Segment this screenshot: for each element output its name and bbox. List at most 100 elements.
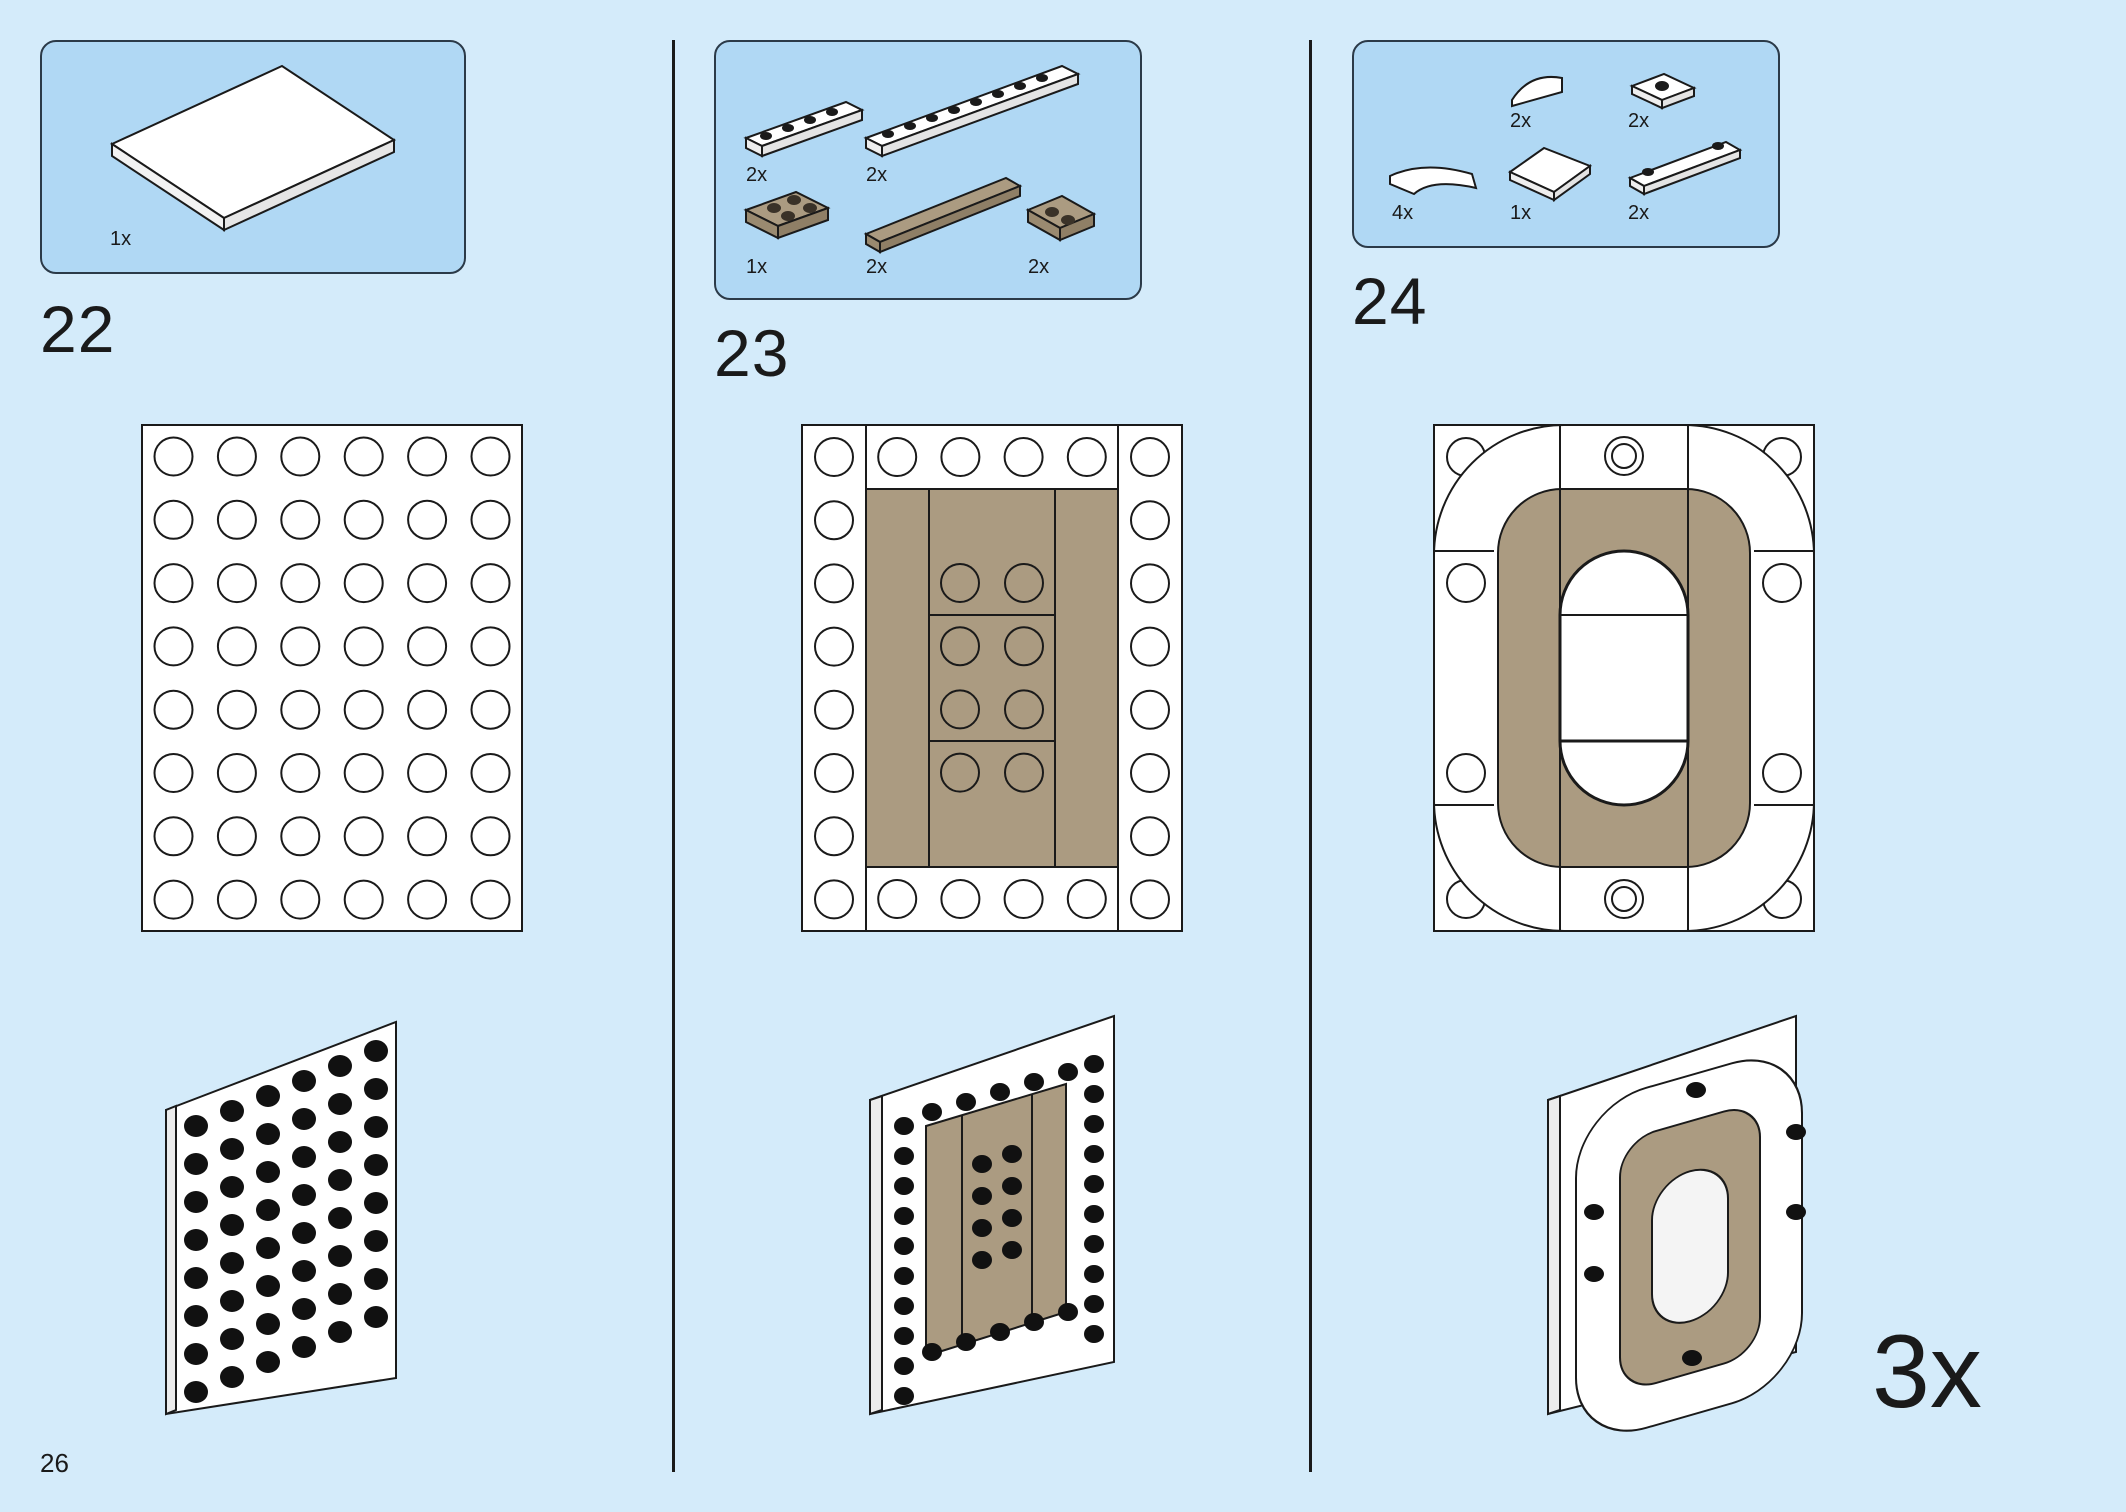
stud bbox=[280, 563, 321, 604]
parts-step-24-icons bbox=[1389, 72, 1743, 202]
stud bbox=[343, 753, 384, 793]
stud bbox=[292, 1184, 316, 1206]
stud bbox=[470, 816, 511, 857]
step-22-iso-view bbox=[165, 1020, 397, 1416]
stud bbox=[328, 1169, 352, 1191]
part-qty: 1x bbox=[746, 256, 768, 278]
parts-callout-step-23: 2x 2x 1x 2x 2x bbox=[714, 40, 1142, 300]
stud bbox=[280, 626, 321, 667]
stud bbox=[894, 1327, 914, 1345]
stud bbox=[1130, 626, 1170, 667]
stud bbox=[280, 879, 321, 920]
stud bbox=[1004, 626, 1044, 667]
step-24-iso-view bbox=[1547, 1014, 1806, 1432]
stud bbox=[894, 1267, 914, 1285]
stud bbox=[814, 753, 854, 793]
plate-1x4-white-icon bbox=[743, 64, 1097, 254]
stud bbox=[153, 879, 194, 920]
stud bbox=[216, 689, 257, 730]
part-qty: 2x bbox=[1028, 256, 1050, 278]
stud bbox=[894, 1207, 914, 1225]
stud bbox=[220, 1214, 244, 1236]
stud bbox=[256, 1161, 280, 1183]
stud bbox=[220, 1366, 244, 1388]
stud bbox=[1002, 1145, 1022, 1163]
stud bbox=[877, 879, 918, 919]
stud bbox=[280, 689, 321, 730]
step-22-top-view bbox=[141, 424, 523, 932]
stud bbox=[1058, 1303, 1078, 1321]
stud bbox=[894, 1117, 914, 1135]
stud bbox=[364, 1116, 388, 1138]
stud bbox=[292, 1222, 316, 1244]
stud bbox=[184, 1267, 208, 1289]
stud bbox=[1003, 879, 1044, 919]
stud bbox=[343, 563, 384, 604]
stud bbox=[894, 1387, 914, 1405]
stud bbox=[1084, 1085, 1104, 1103]
stud bbox=[894, 1357, 914, 1375]
stud bbox=[1058, 1063, 1078, 1081]
page-number: 26 bbox=[40, 1448, 69, 1478]
stud bbox=[220, 1100, 244, 1122]
stud bbox=[292, 1146, 316, 1168]
stud bbox=[153, 753, 194, 793]
stud bbox=[280, 499, 321, 540]
stud bbox=[972, 1187, 992, 1205]
stud bbox=[184, 1153, 208, 1175]
stud bbox=[1002, 1241, 1022, 1259]
stud bbox=[1002, 1177, 1022, 1195]
stud bbox=[220, 1138, 244, 1160]
stud bbox=[814, 879, 854, 920]
stud bbox=[470, 753, 511, 793]
stud bbox=[184, 1115, 208, 1137]
stud bbox=[990, 1323, 1010, 1341]
stud bbox=[956, 1093, 976, 1111]
stud bbox=[1084, 1145, 1104, 1163]
stud bbox=[343, 626, 384, 667]
stud bbox=[1130, 437, 1170, 477]
stud bbox=[940, 879, 981, 919]
stud bbox=[1084, 1325, 1104, 1343]
stud bbox=[1004, 752, 1044, 793]
stud bbox=[1084, 1265, 1104, 1283]
stud bbox=[153, 499, 194, 540]
part-qty: 4x bbox=[1392, 202, 1414, 224]
stud bbox=[364, 1306, 388, 1328]
part-qty: 2x bbox=[1628, 202, 1650, 224]
stud bbox=[470, 563, 511, 604]
stud bbox=[220, 1328, 244, 1350]
stud bbox=[292, 1070, 316, 1092]
stud bbox=[328, 1283, 352, 1305]
stud bbox=[1002, 1209, 1022, 1227]
stud bbox=[256, 1199, 280, 1221]
stud bbox=[364, 1192, 388, 1214]
stud bbox=[470, 626, 511, 667]
repeat-multiplier: 3x bbox=[1872, 1314, 1982, 1430]
stud bbox=[328, 1207, 352, 1229]
stud bbox=[470, 499, 511, 540]
stud bbox=[184, 1305, 208, 1327]
stud bbox=[922, 1343, 942, 1361]
stud bbox=[328, 1321, 352, 1343]
stud bbox=[1130, 563, 1170, 604]
stud bbox=[1084, 1205, 1104, 1223]
stud bbox=[1084, 1055, 1104, 1073]
stud bbox=[407, 499, 448, 540]
stud bbox=[1066, 437, 1107, 477]
parts-callout-step-22: 1x bbox=[40, 40, 466, 274]
stud bbox=[256, 1123, 280, 1145]
stud bbox=[814, 500, 854, 541]
parts-callout-step-24: 2x 2x 4x 1x 2x bbox=[1352, 40, 1780, 248]
stud bbox=[364, 1040, 388, 1062]
stud bbox=[220, 1252, 244, 1274]
stud bbox=[1004, 563, 1044, 603]
stud bbox=[216, 816, 257, 857]
stud bbox=[1084, 1235, 1104, 1253]
stud bbox=[256, 1313, 280, 1335]
stud bbox=[216, 499, 257, 540]
stud bbox=[328, 1055, 352, 1077]
stud bbox=[280, 816, 321, 857]
step-number: 23 bbox=[714, 316, 790, 390]
plate-6x8-white-icon bbox=[109, 64, 397, 232]
